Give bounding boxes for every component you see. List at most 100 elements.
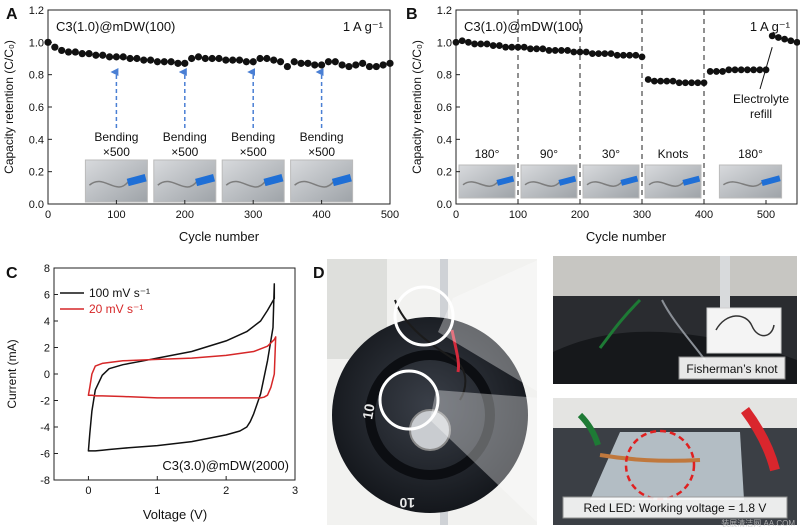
chart-c-ylabel: Current (mA): [5, 339, 19, 408]
chart-a-condition: 1 A g⁻¹: [343, 19, 384, 34]
data-point: [126, 54, 134, 63]
data-point: [570, 48, 578, 56]
data-point: [582, 48, 590, 56]
x-tick-label: 0: [45, 209, 51, 221]
data-point: [768, 32, 776, 40]
zoom-photo-knot: Fisherman’s knot: [553, 256, 797, 384]
data-point: [304, 59, 312, 67]
chart-b-points: [452, 32, 800, 87]
x-tick-label: 100: [107, 209, 125, 221]
x-tick-label: 400: [695, 209, 713, 221]
data-point: [719, 68, 726, 75]
data-point: [775, 34, 782, 41]
data-point: [452, 38, 460, 46]
data-point: [626, 51, 633, 59]
data-point: [242, 58, 250, 66]
data-point: [359, 59, 367, 67]
data-point: [71, 48, 79, 56]
chart-b-annotation-line1: Electrolyte: [733, 92, 789, 106]
panel-letter-c: C: [6, 265, 18, 282]
y-tick-label: 0.8: [437, 70, 452, 82]
chart-a-bending-photos: [84, 159, 354, 203]
data-point: [713, 68, 720, 75]
x-tick-label: 2: [223, 485, 229, 497]
data-point: [545, 47, 553, 54]
data-point: [352, 61, 360, 69]
x-tick-label: 300: [633, 209, 651, 221]
data-point: [483, 40, 491, 48]
data-point: [208, 54, 216, 63]
highlight-circle-knot: [393, 285, 455, 347]
data-point: [551, 47, 559, 54]
x-tick-label: 1: [154, 485, 160, 497]
y-tick-label: 0.2: [437, 167, 452, 179]
x-tick-label: 300: [244, 209, 262, 221]
data-point: [725, 66, 733, 74]
chart-b-annotation-line2: refill: [750, 107, 772, 121]
data-point: [181, 59, 189, 67]
annotation-count-label: ×500: [240, 145, 267, 159]
chart-b-xlabel: Cycle number: [586, 229, 667, 244]
chart-a-annotations: Bending×500Bending×500Bending×500Bending…: [94, 68, 344, 159]
data-point: [787, 37, 795, 45]
data-point: [700, 79, 708, 87]
data-point: [318, 61, 326, 69]
chart-a-xlabel: Cycle number: [179, 229, 260, 244]
chart-c-legend: 100 mV s⁻¹20 mV s⁻¹: [60, 286, 150, 316]
chart-b-annotation-arrow: [759, 47, 773, 90]
led-caption: Red LED: Working voltage = 1.8 V: [584, 501, 767, 515]
data-point: [502, 43, 509, 51]
data-point: [297, 59, 305, 67]
data-point: [290, 58, 298, 66]
data-point: [533, 45, 540, 53]
x-tick-label: 100: [509, 209, 527, 221]
annotation-bending-label: Bending: [231, 130, 275, 144]
data-point: [229, 56, 237, 64]
data-point: [140, 56, 148, 64]
segment-label: 180°: [475, 147, 500, 161]
segment-label: 30°: [602, 147, 620, 161]
legend-label: 20 mV s⁻¹: [89, 302, 143, 316]
y-tick-label: -2: [40, 396, 50, 408]
data-point: [338, 61, 346, 69]
data-point: [345, 62, 353, 71]
y-tick-label: 2: [44, 343, 50, 355]
data-point: [471, 40, 478, 48]
data-point: [64, 48, 73, 56]
data-point: [386, 59, 394, 67]
data-point: [153, 58, 162, 66]
y-tick-label: 0.2: [29, 167, 44, 179]
highlight-circle-led: [378, 369, 440, 431]
data-point: [589, 50, 596, 58]
data-point: [365, 62, 374, 71]
data-point: [465, 38, 472, 46]
data-point: [188, 54, 196, 63]
y-tick-label: 0.0: [29, 199, 44, 211]
data-point: [508, 43, 516, 51]
data-point: [160, 58, 168, 66]
data-point: [194, 53, 203, 61]
data-point: [311, 61, 319, 69]
data-point: [527, 45, 534, 53]
x-tick-label: 0: [85, 485, 91, 497]
data-point: [675, 79, 683, 87]
knot-caption: Fisherman’s knot: [686, 362, 778, 376]
cv-curve: [87, 336, 277, 399]
annotation-count-label: ×500: [103, 145, 130, 159]
y-tick-label: 4: [44, 316, 50, 328]
x-tick-label: 200: [571, 209, 589, 221]
segment-label: 180°: [738, 147, 763, 161]
data-point: [133, 54, 141, 63]
data-point: [372, 62, 380, 71]
panel-letter-b: B: [406, 6, 418, 23]
chart-c-series-label: C3(3.0)@mDW(2000): [162, 458, 289, 473]
y-tick-label: 0.6: [29, 102, 44, 114]
data-point: [276, 58, 285, 66]
annotation-bending-label: Bending: [300, 130, 344, 144]
data-point: [750, 66, 757, 74]
data-point: [638, 53, 646, 61]
data-point: [514, 43, 522, 51]
y-tick-label: -4: [40, 422, 50, 434]
